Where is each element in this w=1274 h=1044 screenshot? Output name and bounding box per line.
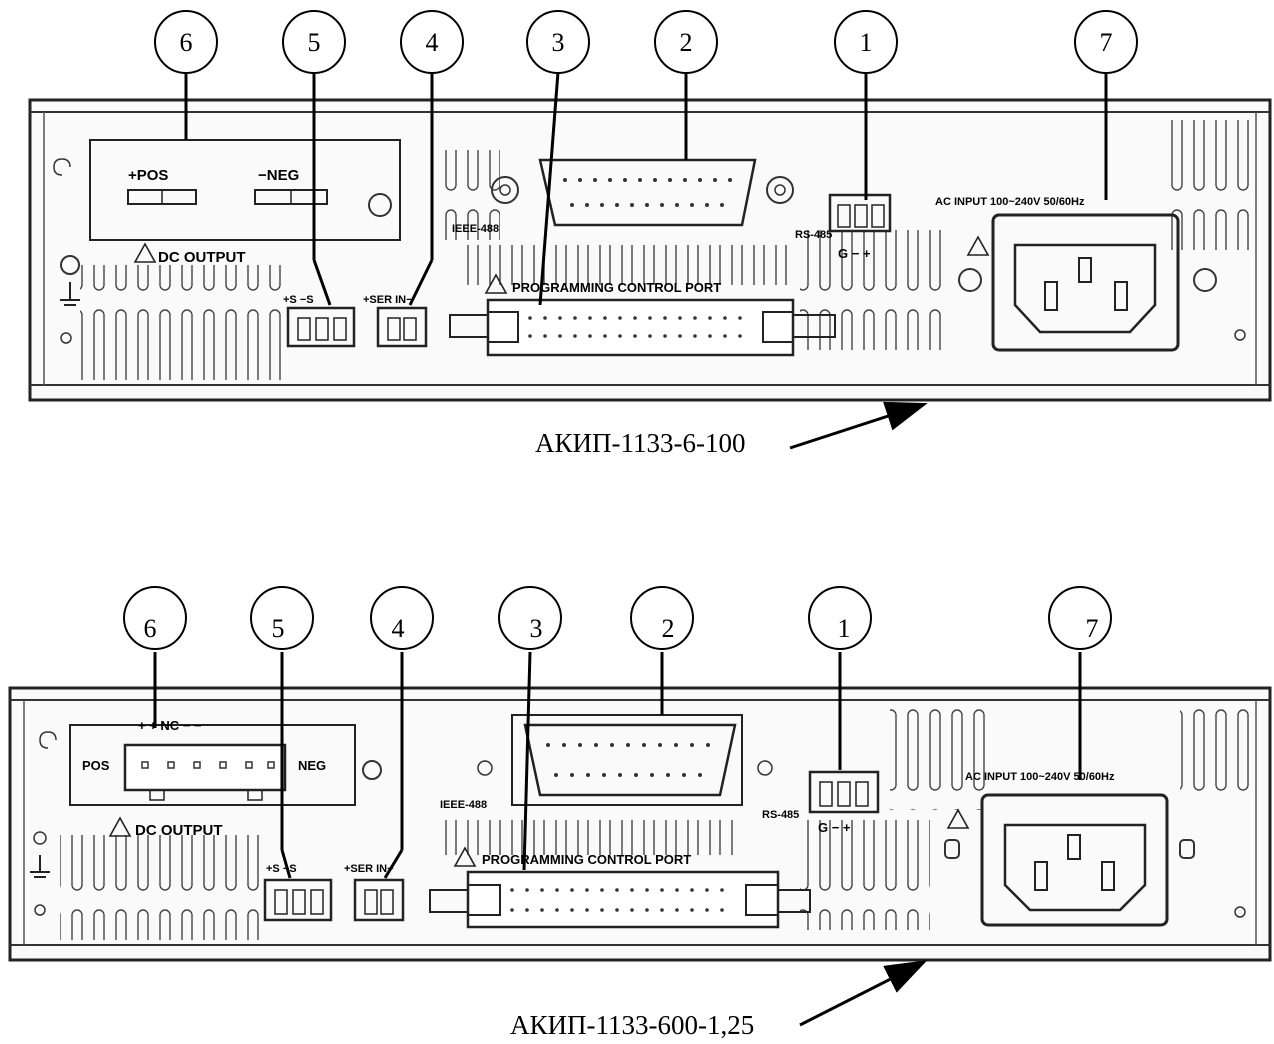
neg-label-2: NEG [298,758,326,773]
rs485-connector-2 [808,770,880,814]
ser-connector-2 [353,878,405,922]
callouts-1: 6 5 4 3 2 1 7 [154,10,1138,306]
ieee-label-2: IEEE-488 [440,799,487,811]
callout-3: 3 [552,28,565,57]
callout-6: 6 [180,28,193,57]
ac-inlet-2 [980,793,1169,927]
ac-input-label-2: AC INPUT 100~240V 50/60Hz [965,771,1115,783]
callout-7: 7 [1086,614,1099,643]
callout-4: 4 [426,28,439,57]
callout-7: 7 [1100,28,1113,57]
prog-port-label-1: PROGRAMMING CONTROL PORT [512,280,721,295]
sense-label-1: +S −S [283,294,314,306]
ac-input-label-1: AC INPUT 100~240V 50/60Hz [935,196,1085,208]
rs485-label-2: RS-485 [762,809,799,821]
callouts-2: 6 5 4 3 2 1 7 [123,586,1112,879]
callout-5: 5 [308,28,321,57]
prog-port-label-2: PROGRAMMING CONTROL PORT [482,852,691,867]
dc-output-box-1 [89,139,401,241]
rs485-pins-2: G − + [818,820,851,835]
rs485-pins-1: G − + [838,246,871,261]
prog-port-connector-2 [466,870,780,929]
callout-2: 2 [662,614,675,643]
ieee-connector-2 [523,723,737,797]
prog-port-connector-1 [486,298,795,357]
sense-connector-1 [286,306,356,348]
dc-output-label-2: DC OUTPUT [135,822,223,839]
model-label-1: АКИП-1133-6-100 [535,428,745,458]
callout-6: 6 [144,614,157,643]
dc-output-box-2 [69,724,356,806]
callout-3: 3 [530,614,543,643]
model-arrow-1 [789,401,928,450]
ieee-connector-1 [538,158,757,227]
pos-label-1: +POS [128,167,168,184]
panel-2: + + NC − − POS NEG DC OUTPUT +S −S +SER … [8,686,1272,962]
dc-output-label-1: DC OUTPUT [158,249,246,266]
ser-label-1: +SER IN− [363,294,413,306]
callout-1: 1 [838,614,851,643]
ac-inlet-1 [991,213,1180,352]
ser-connector-1 [376,306,428,348]
output-terminal-2 [123,743,287,792]
rs485-connector-1 [828,193,892,233]
ser-label-2: +SER IN− [344,863,394,875]
callout-4: 4 [392,614,405,643]
pos-label-2: POS [82,758,110,773]
callout-5: 5 [272,614,285,643]
model-arrow-2 [799,960,928,1027]
sense-connector-2 [263,878,333,922]
ieee-label-1: IEEE-488 [452,223,499,235]
rs485-label-1: RS-485 [795,229,832,241]
terminal-pins-2: + + NC − − [138,718,202,733]
model-label-2: АКИП-1133-600-1,25 [510,1010,754,1040]
callout-2: 2 [680,28,693,57]
panel-1: +POS −NEG DC OUTPUT +S −S +SER IN− [28,98,1272,402]
sense-label-2: +S −S [266,863,297,875]
callout-1: 1 [860,28,873,57]
neg-label-1: −NEG [258,167,299,184]
